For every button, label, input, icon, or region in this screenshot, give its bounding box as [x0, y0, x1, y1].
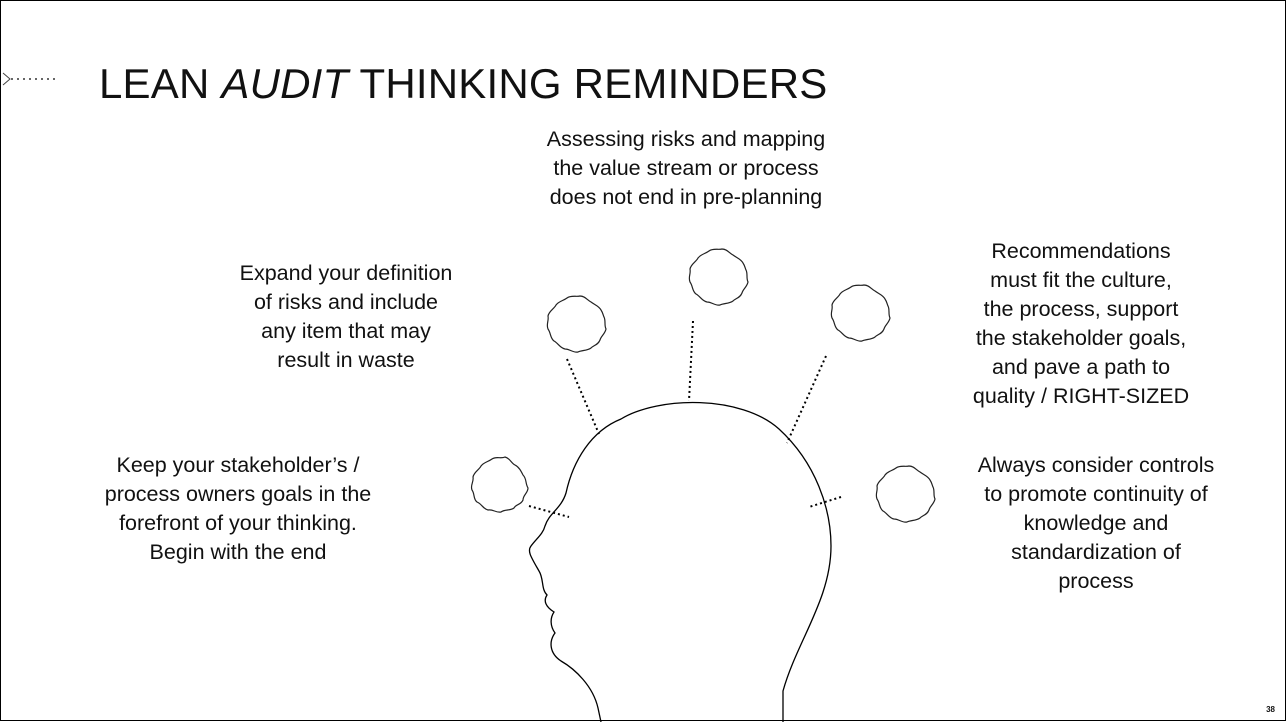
title-marker-icon [2, 72, 11, 86]
head-outline [528, 401, 832, 722]
reminder-lower-right: Always consider controls to promote cont… [977, 453, 1215, 593]
reminder-upper-left: Expand your definition of risks and incl… [239, 261, 453, 372]
reminder-lower-left: Keep your stakeholder’s / process owners… [104, 453, 372, 564]
thought-bubble-right-lower [875, 465, 936, 523]
thought-bubble-center [688, 248, 749, 306]
thought-bubble-left-lower [470, 456, 529, 513]
page-number: 38 [1266, 705, 1275, 714]
thought-bubble-left-upper [546, 295, 607, 353]
page-title: LEAN AUDIT THINKING REMINDERS [99, 60, 828, 107]
reminder-top-center: Assessing risks and mapping the value st… [546, 127, 826, 209]
reminder-upper-right: Recommendations must fit the culture, th… [972, 239, 1190, 408]
thought-bubble-right-upper [830, 284, 891, 342]
dotted-connectors [528, 320, 842, 518]
